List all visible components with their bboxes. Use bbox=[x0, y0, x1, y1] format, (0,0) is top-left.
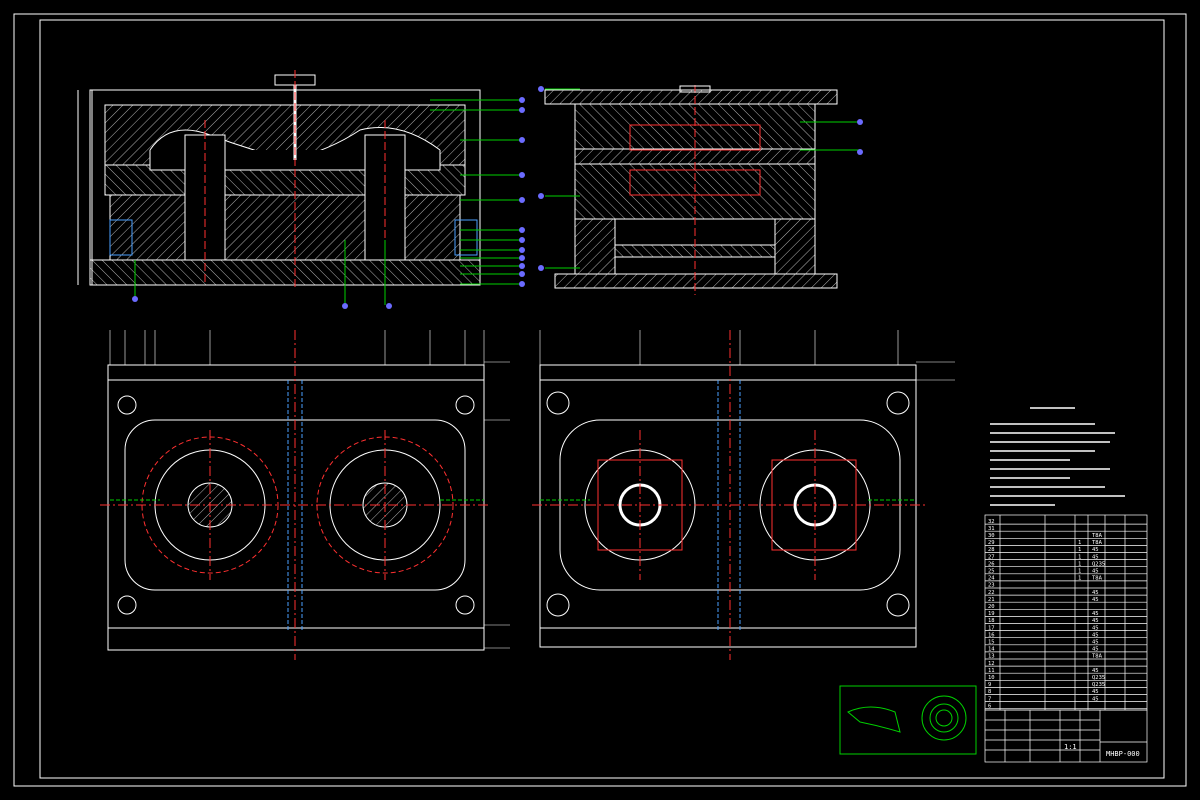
bom-item-number: 15 bbox=[988, 640, 995, 646]
bom-item-number: 27 bbox=[988, 554, 995, 560]
bom-material: Q235 bbox=[1092, 561, 1105, 567]
outer-border bbox=[13, 13, 1187, 787]
bom-material: 45 bbox=[1092, 597, 1099, 603]
bom-item-number: 31 bbox=[988, 526, 995, 532]
bom-item-number: 21 bbox=[988, 597, 995, 603]
inner-border bbox=[39, 19, 1165, 779]
bom-item-number: 12 bbox=[988, 661, 995, 667]
plan-view-left bbox=[100, 330, 510, 660]
bom-quantity: 1 bbox=[1078, 547, 1081, 553]
bom-material: Q235 bbox=[1092, 682, 1105, 688]
bom-material: 45 bbox=[1092, 632, 1099, 638]
title-block: 1:1 MHBP-000 bbox=[984, 709, 1148, 763]
bom-item-number: 29 bbox=[988, 540, 995, 546]
bom-item-number: 20 bbox=[988, 604, 995, 610]
bom-item-number: 28 bbox=[988, 547, 995, 553]
bom-quantity: 1 bbox=[1078, 540, 1081, 546]
bom-item-number: 19 bbox=[988, 611, 995, 617]
front-section-view bbox=[77, 70, 525, 309]
bom-item-number: 26 bbox=[988, 561, 995, 567]
bom-item-number: 22 bbox=[988, 590, 995, 596]
bom-quantity: 1 bbox=[1078, 569, 1081, 575]
bom-item-number: 11 bbox=[988, 668, 995, 674]
bom-material: 45 bbox=[1092, 640, 1099, 646]
bom-quantity: 1 bbox=[1078, 554, 1081, 560]
bom-item-number: 9 bbox=[988, 682, 991, 688]
bom-quantity: 1 bbox=[1078, 561, 1081, 567]
bom-item-number: 10 bbox=[988, 675, 995, 681]
bom-material: 45 bbox=[1092, 689, 1099, 695]
drawing-number: MHBP-000 bbox=[1106, 750, 1140, 758]
bom-material: T8A bbox=[1092, 533, 1103, 539]
bom-item-number: 25 bbox=[988, 569, 995, 575]
technical-notes bbox=[990, 407, 1125, 506]
bom-material: Q235 bbox=[1092, 675, 1105, 681]
bom-material: 45 bbox=[1092, 547, 1099, 553]
bom-item-number: 6 bbox=[988, 703, 991, 709]
bom-material: 45 bbox=[1092, 618, 1099, 624]
bom-item-number: 16 bbox=[988, 632, 995, 638]
bom-material: 45 bbox=[1092, 668, 1099, 674]
bom-quantity: 1 bbox=[1078, 576, 1081, 582]
bom-item-number: 13 bbox=[988, 654, 995, 660]
part-thumbnail bbox=[839, 685, 977, 755]
bom-material: 45 bbox=[1092, 590, 1099, 596]
plan-view-right bbox=[532, 330, 955, 660]
bom-item-number: 17 bbox=[988, 625, 995, 631]
bom-material: T8A bbox=[1092, 654, 1103, 660]
bom-item-number: 8 bbox=[988, 689, 991, 695]
bom-item-number: 14 bbox=[988, 647, 995, 653]
bom-material: 45 bbox=[1092, 625, 1099, 631]
bom-material: T8A bbox=[1092, 576, 1103, 582]
bom-material: T8A bbox=[1092, 540, 1103, 546]
bom-material: 45 bbox=[1092, 569, 1099, 575]
bom-item-number: 24 bbox=[988, 576, 995, 582]
bom-material: 45 bbox=[1092, 611, 1099, 617]
bom-item-number: 7 bbox=[988, 696, 991, 702]
bom-material: 45 bbox=[1092, 696, 1099, 702]
scale-label: 1:1 bbox=[1064, 743, 1077, 751]
bom-item-number: 30 bbox=[988, 533, 995, 539]
side-section-view bbox=[538, 85, 863, 295]
bom-material: 45 bbox=[1092, 554, 1099, 560]
bom-item-number: 18 bbox=[988, 618, 995, 624]
bom-item-number: 23 bbox=[988, 583, 995, 589]
bom-item-number: 32 bbox=[988, 519, 995, 525]
bom-material: 45 bbox=[1092, 647, 1099, 653]
